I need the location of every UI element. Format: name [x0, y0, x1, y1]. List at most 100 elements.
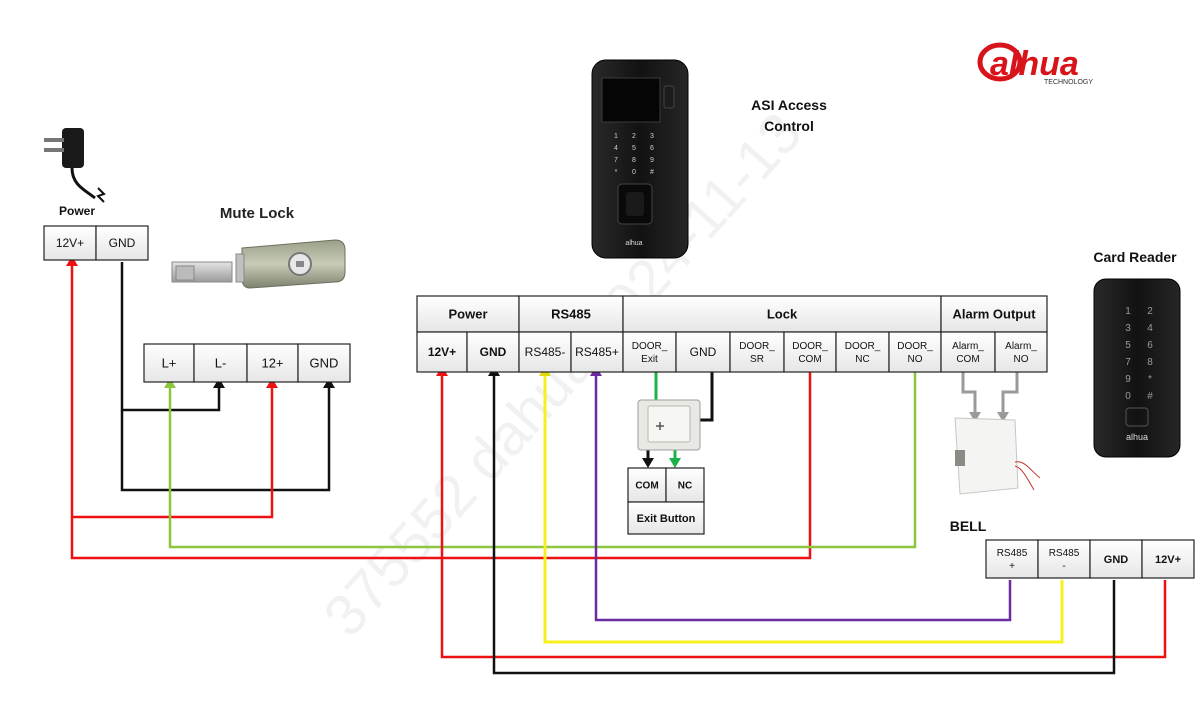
exit-terminal-nc: NC	[665, 467, 705, 503]
reader-terminal-2: GND	[1089, 539, 1143, 579]
controller-group-0-text: Power	[448, 307, 487, 322]
arrow-black-lock-gnd	[323, 378, 335, 388]
lock-terminal-2-text: 12+	[261, 356, 283, 371]
reader-key: #	[1147, 391, 1153, 402]
reader-terminal-0-text: RS485	[997, 548, 1028, 559]
arrow-red-lock-12	[266, 378, 278, 388]
controller-group-2-text: Lock	[767, 307, 798, 322]
terminal-gnd-text: GND	[109, 236, 136, 250]
mute-lock-image	[171, 239, 346, 289]
terminal-gnd: GND	[95, 225, 149, 261]
controller-group-3-text: Alarm Output	[952, 307, 1036, 322]
reader-terminal-3-text: 12V+	[1155, 554, 1181, 566]
terminal-12v-text: 12V+	[56, 236, 84, 250]
reader-key: 5	[1125, 340, 1131, 351]
controller-terminal-5-text: GND	[690, 345, 717, 359]
wire-black-power-lock-gnd	[120, 386, 331, 492]
reader-key: 3	[1125, 323, 1131, 334]
reader-key: 4	[1147, 323, 1153, 334]
keypad-key: 0	[632, 169, 636, 176]
controller-terminal-0: 12V+	[416, 331, 468, 373]
lock-terminal-3-text: GND	[310, 356, 339, 371]
controller-terminal-10-text: COM	[956, 354, 979, 365]
controller-terminal-9-text: DOOR_	[897, 341, 933, 352]
keypad-key: #	[650, 169, 654, 176]
keypad-key: 8	[632, 157, 636, 164]
exit-terminal-nc-text: NC	[678, 481, 692, 492]
exit-button-label: Exit Button	[627, 501, 705, 535]
controller-terminal-6-text: DOOR_	[739, 341, 775, 352]
wire-grey-alarm-no	[1001, 372, 1019, 416]
asi-label-line1: ASI Access	[751, 97, 827, 113]
wire-red-lock-12	[72, 386, 274, 519]
controller-group-1: RS485	[518, 295, 624, 333]
reader-key: 6	[1147, 340, 1153, 351]
power-adapter-icon-left	[44, 128, 106, 203]
arrow-exit-black	[642, 458, 654, 468]
controller-terminal-10-text: Alarm_	[952, 341, 984, 352]
exit-button-image	[637, 399, 701, 451]
controller-terminal-2: RS485-	[518, 331, 572, 373]
controller-terminal-7: DOOR_COM	[783, 331, 837, 373]
lock-terminal-1-text: L-	[215, 356, 227, 371]
reader-key: 8	[1147, 357, 1153, 368]
arrow-grey-no	[997, 412, 1009, 422]
lock-terminal-1: L-	[193, 343, 248, 383]
controller-terminal-10: Alarm_ COM	[940, 331, 996, 373]
wire-purple-rs485-plus	[594, 372, 1012, 622]
bell-image	[954, 417, 1041, 495]
wire-black-reader-gnd	[492, 372, 1116, 675]
controller-terminal-7-text: COM	[798, 354, 821, 365]
controller-terminal-4-text: Exit	[641, 354, 658, 365]
watermark: 375552 dahua 2024-11-13	[311, 100, 814, 648]
terminal-12v: 12V+	[43, 225, 97, 261]
wire-grey-alarm-com	[961, 372, 977, 416]
controller-terminal-4: DOOR_ Exit	[622, 331, 677, 373]
exit-button-label-text: Exit Button	[637, 513, 696, 525]
dahua-logo: alhua TECHNOLOGY	[977, 42, 1093, 86]
reader-key: 7	[1125, 357, 1131, 368]
controller-terminal-6-text: SR	[750, 354, 764, 365]
lock-terminal-0-text: L+	[162, 356, 177, 371]
keypad-key: 7	[614, 157, 618, 164]
arrow-green-lock-lplus	[164, 378, 176, 388]
wire-yellow-rs485-minus	[543, 372, 1064, 644]
lock-terminal-3: GND	[297, 343, 351, 383]
controller-terminal-8-text: NC	[855, 354, 869, 365]
reader-terminal-1-text: -	[1062, 561, 1065, 572]
arrow-grey-com	[969, 412, 981, 422]
controller-terminal: Power RS485 Lock Alarm Output 12V+ GND RS485- R…	[416, 295, 1048, 373]
controller-terminal-11-text: NO	[1014, 354, 1029, 365]
controller-terminal-2-text: RS485-	[525, 345, 566, 359]
controller-group-1-text: RS485	[551, 307, 591, 322]
keypad-key: 2	[632, 133, 636, 140]
reader-terminal-3: 12V+	[1141, 539, 1195, 579]
lock-terminal-0: L+	[143, 343, 195, 383]
controller-terminal-4-text: DOOR_	[632, 341, 668, 352]
lock-terminal-2: 12+	[246, 343, 299, 383]
reader-key: *	[1148, 374, 1152, 385]
keypad-key: 6	[650, 145, 654, 152]
reader-terminal-1: RS485-	[1037, 539, 1091, 579]
mute-lock-terminal: L+ L- 12+ GND	[143, 343, 351, 383]
power-label-left: Power	[59, 204, 95, 218]
controller-terminal-1: GND	[466, 331, 520, 373]
asi-label-line2: Control	[764, 118, 814, 134]
power-terminal-left: 12V+ GND	[43, 225, 149, 261]
reader-terminal-2-text: GND	[1104, 554, 1129, 566]
controller-terminal-8: DOOR_NC	[835, 331, 890, 373]
keypad-key: 4	[614, 145, 618, 152]
keypad-key: 1	[614, 133, 618, 140]
controller-terminal-3: RS485+	[570, 331, 624, 373]
controller-terminal-1-text: GND	[480, 345, 507, 359]
exit-terminal-com: COM	[627, 467, 667, 503]
wire-green-lock-no	[168, 372, 917, 549]
reader-brand-logo: alhua	[1126, 432, 1148, 442]
mute-lock-title: Mute Lock	[220, 205, 295, 222]
device-brand-logo: alhua	[625, 240, 642, 247]
controller-group-2: Lock	[622, 295, 942, 333]
